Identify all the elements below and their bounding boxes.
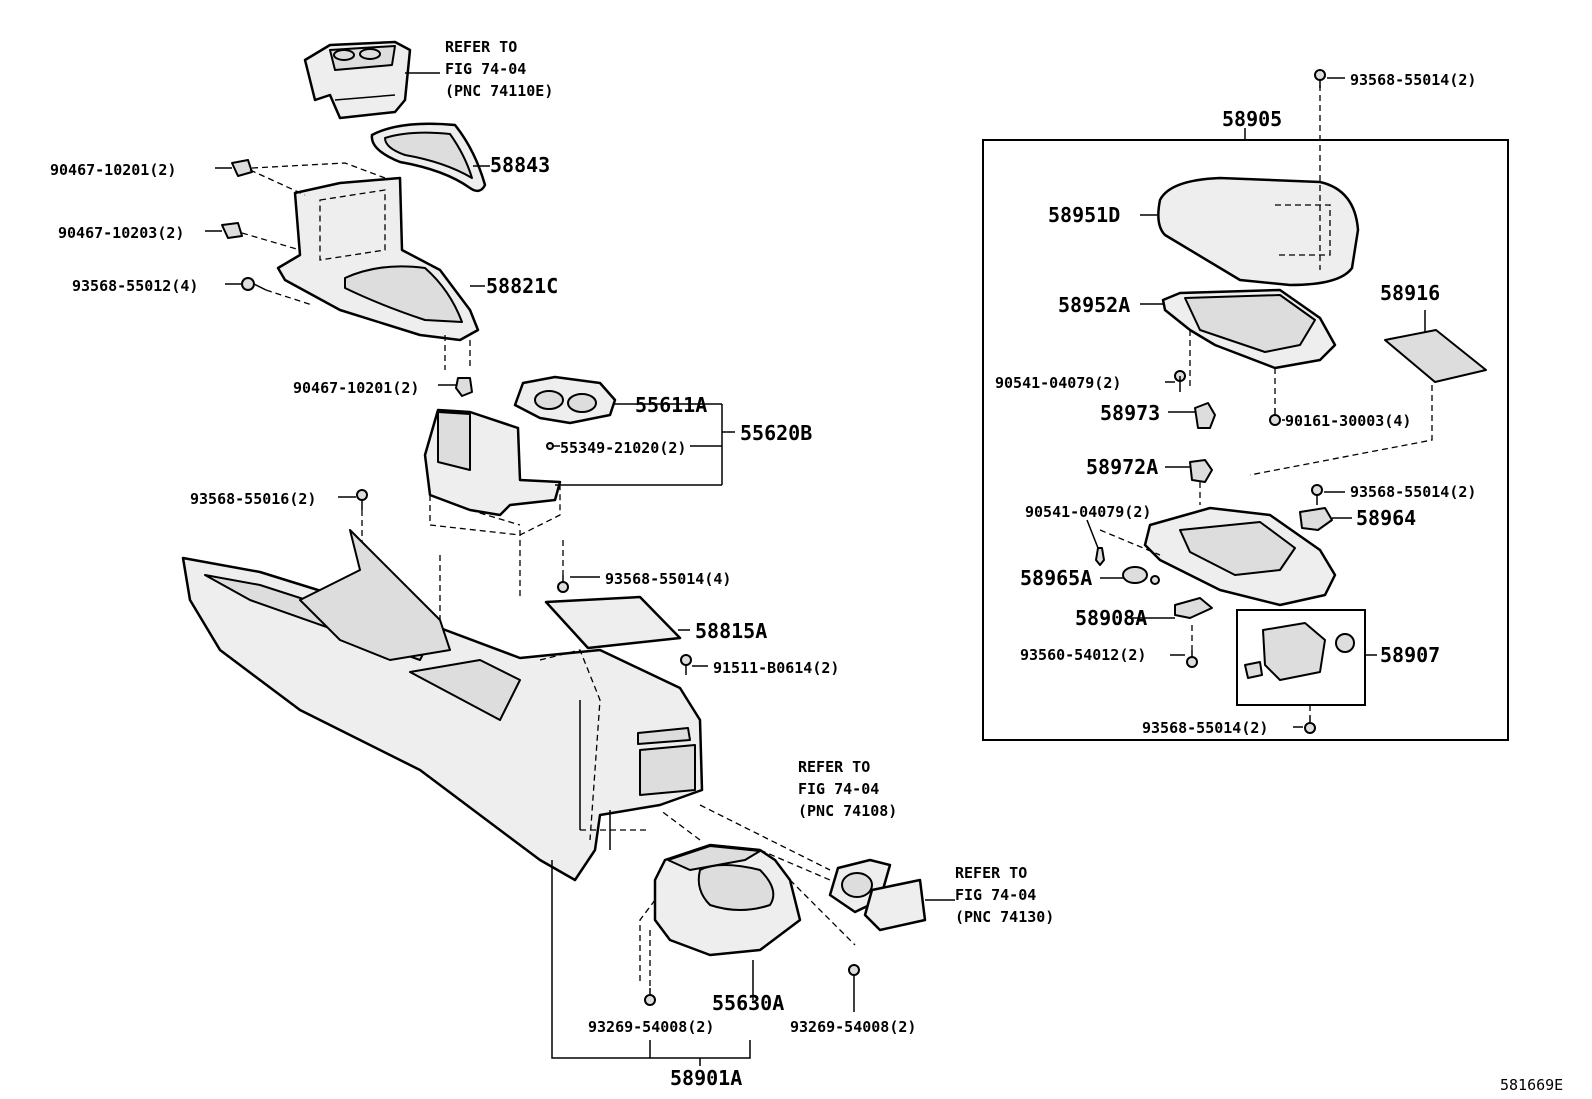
- cup-holder-illustration: [303, 40, 412, 120]
- rear-console-cup-illustration: [639, 809, 856, 985]
- part-label-93269-54008-b: 93269-54008(2): [790, 1018, 916, 1036]
- shift-boot-ring-illustration: [370, 122, 487, 193]
- screw-icon-4: [644, 988, 656, 1006]
- clip-icon-3: [455, 377, 473, 397]
- refer-note-2: REFER TO FIG 74-04 (PNC 74108): [798, 758, 897, 820]
- latch-icon-2: [1189, 459, 1213, 483]
- part-label-58916: 58916: [1380, 281, 1440, 305]
- refer-note-3: REFER TO FIG 74-04 (PNC 74130): [955, 864, 1054, 926]
- svg-text:(PNC 74130): (PNC 74130): [955, 908, 1054, 926]
- svg-text:FIG 74-04: FIG 74-04: [798, 780, 879, 798]
- shift-bezel-illustration: [276, 176, 480, 342]
- tray-mat-illustration: [513, 375, 617, 425]
- screw-icon-2: [356, 489, 368, 510]
- part-label-58965A: 58965A: [1020, 566, 1092, 590]
- armrest-lid-illustration: [1157, 176, 1360, 287]
- latch-icon-1: [1194, 402, 1216, 429]
- part-label-58905: 58905: [1222, 107, 1282, 131]
- refer-note-1: REFER TO FIG 74-04 (PNC 74110E): [445, 38, 553, 100]
- part-label-93568-55014-right: 93568-55014(2): [1350, 483, 1476, 501]
- part-label-93568-55014-console: 93568-55014(4): [605, 570, 731, 588]
- clip-dot: [546, 442, 554, 450]
- part-label-58821C: 58821C: [486, 274, 558, 298]
- part-label-58951D: 58951D: [1048, 203, 1120, 227]
- part-label-90467-10201-a: 90467-10201(2): [50, 161, 176, 179]
- screw-icon-3: [557, 575, 569, 593]
- part-label-93568-55016: 93568-55016(2): [190, 490, 316, 508]
- screw-icon-1: [241, 277, 267, 291]
- part-label-55620B: 55620B: [740, 421, 812, 445]
- part-label-90467-10203: 90467-10203(2): [58, 224, 184, 242]
- part-label-55611A: 55611A: [635, 393, 707, 417]
- striker-icon: [1122, 566, 1160, 585]
- latch-assembly-box: [1236, 609, 1366, 706]
- part-label-58815A: 58815A: [695, 619, 767, 643]
- console-tray-illustration: [423, 408, 562, 536]
- armrest-pad-illustration: [1384, 329, 1487, 383]
- svg-text:REFER TO: REFER TO: [955, 864, 1027, 882]
- latch-assembly-illustration: [1244, 622, 1355, 681]
- svg-text:FIG 74-04: FIG 74-04: [955, 886, 1036, 904]
- part-label-90541-04079-a: 90541-04079(2): [995, 374, 1121, 392]
- console-mat-illustration: [544, 595, 682, 650]
- part-label-90467-10201-b: 90467-10201(2): [293, 379, 419, 397]
- screw-icon-6: [1314, 69, 1326, 88]
- part-label-58901A: 58901A: [670, 1066, 742, 1090]
- screw-icon-8: [1311, 484, 1323, 505]
- part-label-90541-04079-b: 90541-04079(2): [1025, 503, 1151, 521]
- part-label-91511-B0614: 91511-B0614(2): [713, 659, 839, 677]
- part-label-93560-54012: 93560-54012(2): [1020, 646, 1146, 664]
- center-console-illustration: [181, 529, 704, 882]
- part-label-58964: 58964: [1356, 506, 1416, 530]
- part-label-58952A: 58952A: [1058, 293, 1130, 317]
- screw-icon-7: [1269, 408, 1281, 426]
- part-label-93568-55014-top: 93568-55014(2): [1350, 71, 1476, 89]
- latch-plate-icon: [1174, 597, 1213, 619]
- part-label-58972A: 58972A: [1086, 455, 1158, 479]
- part-label-58843: 58843: [490, 153, 550, 177]
- part-label-58973: 58973: [1100, 401, 1160, 425]
- part-label-93269-54008-a: 93269-54008(2): [588, 1018, 714, 1036]
- screw-icon-9: [1186, 650, 1198, 668]
- hinge-bracket-icon: [1299, 507, 1333, 531]
- part-label-58908A: 58908A: [1075, 606, 1147, 630]
- screw-icon-10: [1304, 716, 1316, 734]
- svg-text:(PNC 74110E): (PNC 74110E): [445, 82, 553, 100]
- bolt-icon-3: [1095, 547, 1105, 566]
- svg-text:REFER TO: REFER TO: [445, 38, 517, 56]
- bolt-icon-1: [680, 654, 692, 675]
- svg-text:REFER TO: REFER TO: [798, 758, 870, 776]
- clip-icon-1: [231, 159, 253, 177]
- armrest-inner-lid-illustration: [1161, 288, 1337, 370]
- svg-text:FIG 74-04: FIG 74-04: [445, 60, 526, 78]
- figure-code: 581669E: [1500, 1076, 1563, 1094]
- part-label-55349-21020: 55349-21020(2): [560, 439, 686, 457]
- part-label-58907: 58907: [1380, 643, 1440, 667]
- part-label-93568-55014-bottom: 93568-55014(2): [1142, 719, 1268, 737]
- part-label-93568-55012: 93568-55012(4): [72, 277, 198, 295]
- bolt-icon-2: [1174, 370, 1186, 392]
- part-label-55630A: 55630A: [712, 991, 784, 1015]
- armrest-base-illustration: [1143, 506, 1337, 607]
- refer-part-74130-illustration: [863, 878, 927, 932]
- clip-icon-2: [221, 222, 243, 239]
- svg-text:(PNC 74108): (PNC 74108): [798, 802, 897, 820]
- part-label-90161-30003: 90161-30003(4): [1285, 412, 1411, 430]
- screw-icon-5: [848, 964, 860, 988]
